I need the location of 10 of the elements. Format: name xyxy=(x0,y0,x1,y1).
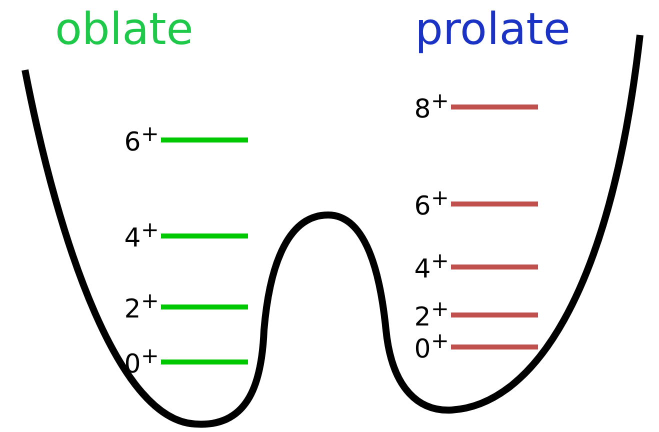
spin-label: 4$^{+}$ xyxy=(414,251,449,283)
well-label: oblate xyxy=(55,8,194,52)
spin-label: 6$^{+}$ xyxy=(414,188,449,220)
spin-label: 0$^{+}$ xyxy=(414,331,449,363)
well-label: prolate xyxy=(415,8,570,52)
spin-label: 4$^{+}$ xyxy=(124,220,159,252)
spin-label: 6$^{+}$ xyxy=(124,124,159,156)
spin-label: 8$^{+}$ xyxy=(414,91,449,123)
spin-label: 2$^{+}$ xyxy=(414,299,449,331)
spin-label: 2$^{+}$ xyxy=(124,291,159,323)
